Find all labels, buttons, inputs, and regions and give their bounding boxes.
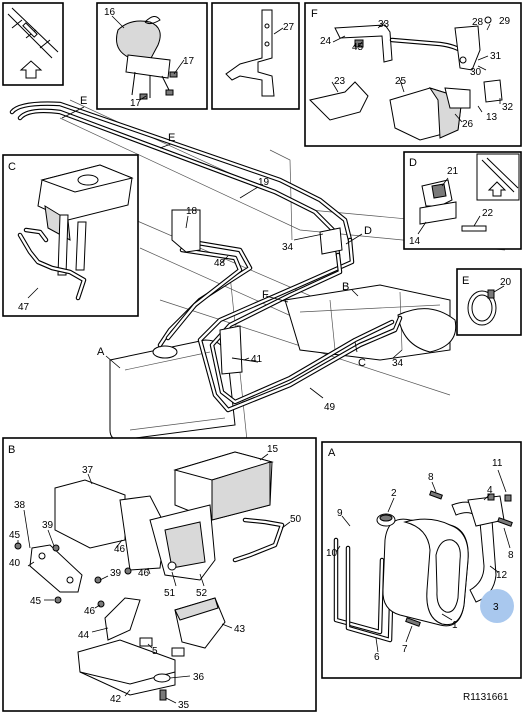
callout-5: 5 (152, 646, 158, 657)
callout-8a: 8 (428, 472, 434, 483)
panel-c: C 47 (2, 154, 139, 317)
main-assembly-view: E E 19 18 34 D 48 F B C 34 A 41 49 (9, 95, 506, 471)
forward-arrow-icon-d (487, 181, 507, 197)
callout-52: 52 (196, 588, 208, 599)
panel-a: A 8 11 2 4 (321, 441, 522, 679)
callout-38: 38 (14, 500, 26, 511)
main-callout-d: D (364, 225, 372, 237)
panel-b: B (2, 437, 317, 712)
callout-47: 47 (18, 302, 30, 313)
callout-11: 11 (492, 458, 503, 469)
main-callout-b: B (342, 281, 349, 293)
main-callout-48: 48 (214, 258, 226, 269)
callout-50: 50 (290, 514, 302, 525)
panel-a-label: A (328, 447, 336, 459)
callout-46a: 46 (114, 544, 126, 555)
callout-32: 32 (502, 102, 514, 113)
main-callout-19: 19 (258, 177, 270, 188)
callout-27: 27 (283, 22, 295, 33)
callout-10: 10 (326, 548, 338, 559)
callout-46b: 46 (84, 606, 96, 617)
callout-24: 24 (320, 36, 332, 47)
callout-14: 14 (409, 236, 421, 247)
main-callout-c: C (358, 357, 366, 369)
callout-22: 22 (482, 208, 494, 219)
callout-39b: 39 (110, 568, 122, 579)
callout-40: 40 (9, 558, 21, 569)
panel-b-label: B (8, 444, 15, 456)
callout-23: 23 (334, 76, 346, 87)
callout-1: 1 (452, 620, 458, 631)
callout-4: 4 (487, 485, 493, 496)
panel-e-label: E (462, 275, 469, 287)
callout-43: 43 (234, 624, 246, 635)
callout-39a: 39 (42, 520, 54, 531)
panel-f-label: F (311, 8, 318, 20)
callout-17a: 17 (183, 56, 195, 67)
callout-45b: 45 (30, 596, 42, 607)
panel-c-label: C (8, 161, 16, 173)
callout-44: 44 (78, 630, 90, 641)
panel-level-sensor: 16 17 17 (96, 2, 208, 110)
callout-46c: 46 (138, 568, 150, 579)
main-callout-a: A (97, 346, 105, 358)
main-callout-f: F (262, 289, 269, 301)
callout-12: 12 (496, 570, 508, 581)
panel-bracket-27: 27 (211, 2, 300, 110)
callout-15: 15 (267, 444, 279, 455)
panel-d-label: D (409, 157, 417, 169)
callout-9: 9 (337, 508, 343, 519)
callout-31: 31 (490, 51, 502, 62)
callout-30: 30 (470, 67, 482, 78)
callout-51: 51 (164, 588, 176, 599)
callout-45a: 45 (9, 530, 21, 541)
callout-17b: 17 (130, 98, 142, 109)
callout-37: 37 (82, 465, 94, 476)
callout-28: 28 (472, 17, 484, 28)
main-callout-e2: E (168, 132, 175, 144)
callout-13: 13 (486, 112, 498, 123)
highlight-badge-label: 3 (493, 602, 499, 613)
callout-6: 6 (374, 652, 380, 663)
main-callout-18: 18 (186, 206, 198, 217)
main-callout-e1: E (80, 95, 87, 107)
callout-7: 7 (402, 644, 408, 655)
callout-20: 20 (500, 277, 512, 288)
drawing-reference: R1131661 (463, 692, 509, 703)
callout-8b: 8 (508, 550, 514, 561)
callout-45: 45 (352, 42, 364, 53)
callout-2: 2 (391, 488, 397, 499)
forward-arrow-icon (19, 60, 43, 79)
callout-35: 35 (178, 700, 190, 711)
callout-42: 42 (110, 694, 122, 705)
callout-26: 26 (462, 119, 474, 130)
orientation-inset-top (2, 2, 64, 86)
highlight-badge (480, 589, 514, 623)
main-callout-34b: 34 (392, 358, 404, 369)
panel-f: F 24 33 45 28 29 31 30 23 25 32 13 26 (304, 2, 522, 147)
main-callout-34a: 34 (282, 242, 294, 253)
main-callout-49: 49 (324, 402, 336, 413)
panel-d: D 21 22 14 (403, 151, 522, 250)
callout-29: 29 (499, 16, 511, 27)
callout-25: 25 (395, 76, 407, 87)
callout-21: 21 (447, 166, 459, 177)
callout-33: 33 (378, 19, 390, 30)
callout-16: 16 (104, 7, 116, 18)
panel-e: E 20 (456, 268, 522, 336)
callout-36: 36 (193, 672, 205, 683)
main-callout-41: 41 (251, 354, 263, 365)
